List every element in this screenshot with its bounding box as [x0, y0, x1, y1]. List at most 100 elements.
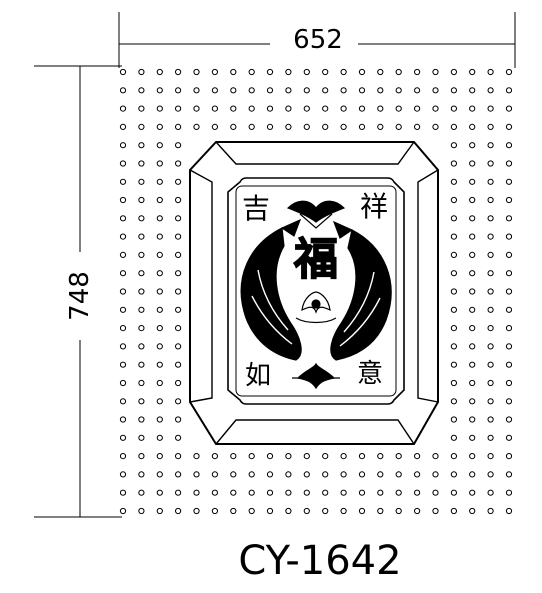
perforation-hole: [432, 68, 439, 76]
perforation-hole: [119, 105, 127, 112]
perforation-hole: [138, 87, 145, 94]
perforation-hole: [395, 489, 402, 496]
perforation-hole: [119, 453, 127, 460]
perforation-hole: [358, 87, 366, 94]
perforation-hole: [377, 453, 384, 460]
perforation-hole: [175, 288, 182, 295]
perforation-hole: [303, 123, 310, 131]
perforation-hole: [358, 489, 366, 496]
perforation-hole: [377, 489, 384, 496]
perforation-hole: [248, 87, 255, 94]
perforation-hole: [395, 507, 402, 515]
perforation-hole: [285, 453, 292, 460]
perforation-hole: [358, 471, 366, 478]
perforation-hole: [505, 68, 513, 76]
perforation-hole: [156, 416, 163, 423]
perforation-hole: [469, 434, 476, 441]
perforation-hole: [505, 178, 513, 185]
perforation-hole: [119, 434, 127, 441]
perforation-hole: [505, 343, 513, 350]
perforation-hole: [156, 434, 163, 441]
perforation-hole: [138, 361, 145, 368]
perforation-hole: [505, 87, 513, 94]
perforation-hole: [138, 416, 145, 423]
perforation-hole: [175, 87, 182, 94]
perforation-hole: [450, 215, 457, 222]
perforation-hole: [487, 379, 494, 387]
perforation-hole: [469, 196, 476, 204]
perforation-hole: [175, 471, 182, 478]
perforation-hole: [487, 343, 494, 350]
perforation-hole: [156, 105, 163, 112]
perforation-hole: [119, 123, 127, 131]
perforation-hole: [432, 105, 439, 112]
perforation-hole: [156, 160, 163, 167]
character-ru: 如: [245, 361, 271, 391]
frame-bevel-bottom: [215, 419, 415, 445]
perforation-hole: [469, 507, 476, 515]
perforation-hole: [266, 507, 274, 515]
perforation-dot-grid: [119, 68, 513, 515]
perforation-hole: [119, 87, 127, 94]
width-dimension-label: 652: [293, 25, 343, 55]
perforation-hole: [469, 160, 476, 167]
perforation-hole: [377, 507, 384, 515]
perforation-hole: [138, 142, 145, 149]
perforation-hole: [156, 398, 163, 405]
perforation-hole: [119, 398, 127, 405]
perforation-hole: [138, 270, 145, 277]
character-fu: 福: [293, 234, 338, 285]
perforation-hole: [156, 251, 163, 258]
perforation-hole: [414, 453, 421, 460]
perforation-hole: [156, 215, 163, 222]
perforation-hole: [175, 160, 182, 167]
perforation-hole: [469, 379, 476, 387]
perforation-hole: [377, 123, 384, 131]
perforation-hole: [450, 270, 457, 277]
top-ornament-stem: [299, 213, 333, 229]
perforation-hole: [469, 215, 476, 222]
perforation-hole: [211, 123, 218, 131]
perforation-hole: [230, 489, 237, 496]
perforation-hole: [450, 251, 457, 258]
perforation-hole: [138, 379, 145, 387]
perforation-hole: [175, 489, 182, 496]
lotus-seed: [311, 299, 321, 309]
model-code: CY-1642: [238, 538, 401, 584]
perforation-hole: [175, 453, 182, 460]
perforation-hole: [211, 453, 218, 460]
perforation-hole: [414, 68, 421, 76]
perforation-hole: [119, 142, 127, 149]
perforation-hole: [303, 489, 310, 496]
frame-bevel-right: [417, 169, 439, 403]
perforation-hole: [505, 325, 513, 332]
perforation-hole: [358, 123, 366, 131]
perforation-hole: [469, 68, 476, 76]
perforation-hole: [175, 361, 182, 368]
perforation-hole: [230, 471, 237, 478]
perforation-hole: [248, 68, 255, 76]
perforation-hole: [193, 471, 200, 478]
perforation-hole: [505, 453, 513, 460]
inner-frame-border: [235, 185, 397, 397]
perforation-hole: [156, 68, 163, 76]
perforation-hole: [505, 123, 513, 131]
perforation-hole: [487, 142, 494, 149]
perforation-hole: [119, 507, 127, 515]
perforation-hole: [450, 178, 457, 185]
perforation-hole: [414, 489, 421, 496]
perforation-hole: [487, 270, 494, 277]
perforation-hole: [138, 489, 145, 496]
perforation-hole: [340, 489, 347, 496]
perforation-hole: [175, 416, 182, 423]
perforation-hole: [505, 160, 513, 167]
perforation-hole: [119, 379, 127, 387]
perforation-hole: [469, 105, 476, 112]
perforation-hole: [340, 105, 347, 112]
perforation-hole: [248, 489, 255, 496]
perforation-hole: [119, 196, 127, 204]
perforation-hole: [156, 379, 163, 387]
perforation-hole: [377, 471, 384, 478]
perforation-hole: [395, 123, 402, 131]
perforation-hole: [505, 306, 513, 313]
